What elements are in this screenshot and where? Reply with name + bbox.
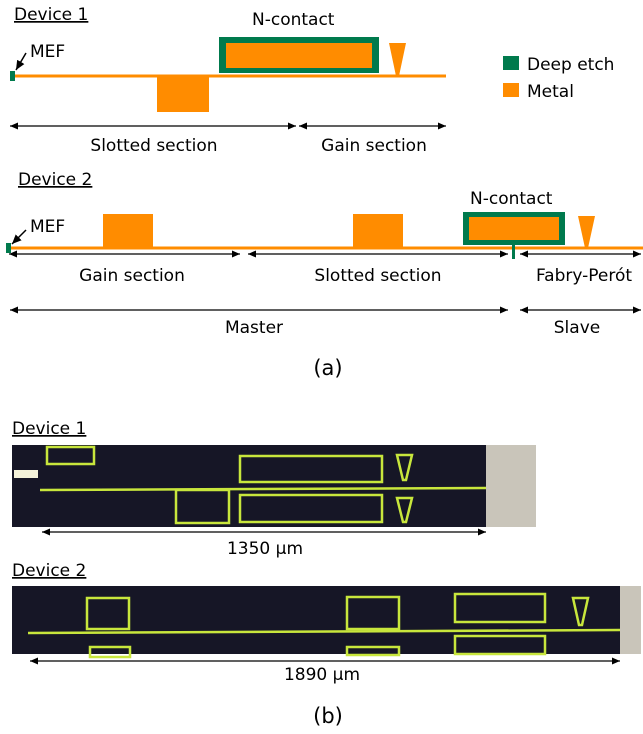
device2-mef-pointer [11, 229, 27, 245]
device1-schematic: Device 1 N-contact MEF Slotted section G… [9, 5, 446, 156]
device1-slotted-metal [157, 76, 209, 112]
device2-taper [578, 216, 595, 248]
device2-schematic: Device 2 N-contact MEF Gain section Slot… [6, 170, 643, 338]
legend: Deep etch Metal [503, 55, 614, 102]
device1-gain-label: Gain section [321, 136, 427, 156]
legend-metal-label: Metal [527, 82, 574, 102]
device1-micrograph: Device 1 1350 µm [12, 419, 536, 559]
device2-ncontact-metal [469, 217, 559, 240]
micro2-background [12, 586, 641, 654]
micro1-title: Device 1 [12, 419, 86, 439]
device1-mef-etch [10, 71, 15, 81]
micro1-mef-spot [14, 470, 38, 478]
slave-label: Slave [554, 318, 600, 338]
micro1-features [39, 445, 487, 525]
micro2-features [27, 592, 621, 659]
legend-deep-etch-label: Deep etch [527, 55, 614, 75]
device2-micrograph: Device 2 1890 µm [12, 561, 641, 685]
device2-ncontact-label: N-contact [470, 189, 553, 209]
device2-gain-label: Gain section [79, 266, 185, 286]
device1-taper [389, 43, 406, 76]
panel-a-label: (a) [313, 356, 342, 380]
device2-coupling-etch [512, 240, 515, 259]
legend-swatch-deep-etch [503, 56, 519, 70]
device2-gain-metal [103, 214, 153, 248]
micro1-length-label: 1350 µm [227, 539, 303, 559]
device2-slotted-metal [353, 214, 403, 248]
micro2-length-label: 1890 µm [284, 665, 360, 685]
device1-ncontact-metal [226, 43, 372, 68]
micro2-title: Device 2 [12, 561, 86, 581]
device2-mef-label: MEF [30, 217, 65, 237]
micro1-cleaved-edge [486, 445, 536, 527]
master-label: Master [225, 318, 283, 338]
device1-mef-label: MEF [30, 42, 65, 62]
device1-title: Device 1 [14, 5, 88, 25]
micro1-background [12, 445, 536, 527]
device1-ncontact-label: N-contact [252, 10, 335, 30]
legend-swatch-metal [503, 83, 519, 97]
device2-title: Device 2 [18, 170, 92, 190]
device1-slotted-label: Slotted section [90, 136, 217, 156]
device2-slotted-label: Slotted section [314, 266, 441, 286]
device2-mef-etch [6, 243, 11, 253]
panel-b-label: (b) [313, 704, 343, 728]
device1-mef-pointer [15, 52, 27, 71]
micro2-cleaved-edge [620, 586, 641, 654]
device2-fp-label: Fabry-Perót [536, 266, 632, 286]
